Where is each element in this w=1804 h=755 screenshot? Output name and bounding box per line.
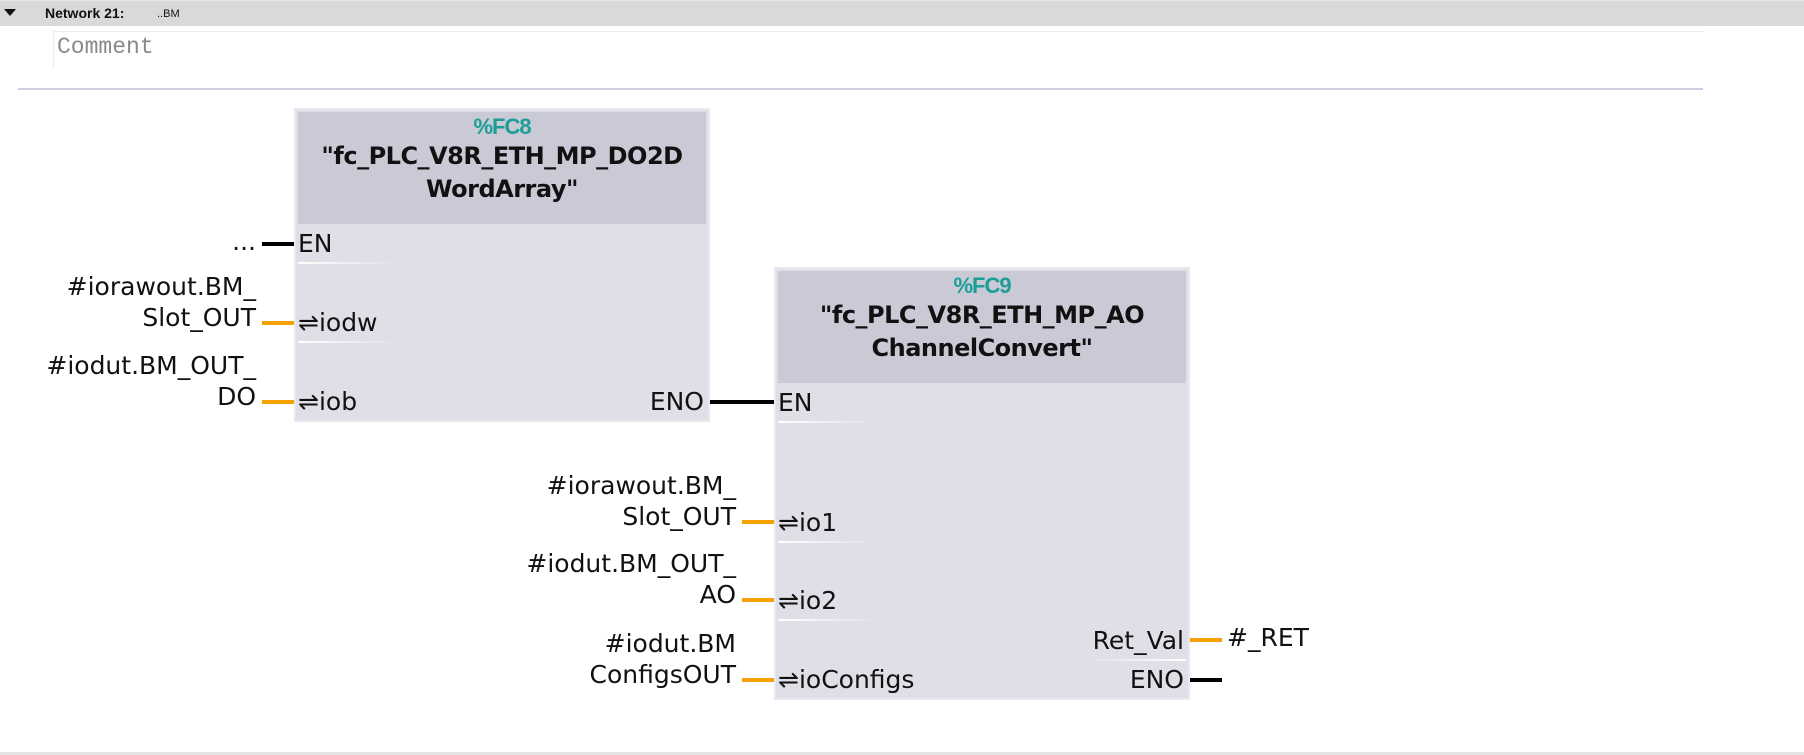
fc8-iob-operand[interactable]: #iodut.BM_OUT_ DO (46, 350, 256, 412)
fc9-ioconfigs-operand-line1: #iodut.BM (604, 629, 736, 658)
fc9-pin-io1[interactable]: ⇌io1 (778, 508, 838, 537)
fc8-pin-separator (298, 341, 398, 343)
fc9-pin-separator (778, 421, 878, 423)
fc8-iob-operand-line2: DO (217, 382, 256, 411)
fc8-pin-iodw[interactable]: ⇌iodw (298, 308, 378, 337)
fc8-pin-eno[interactable]: ENO (649, 387, 704, 416)
fc8-iodw-wire[interactable] (262, 321, 294, 325)
comment-placeholder: Comment (57, 34, 154, 60)
fc9-block-name-line1: "fc_PLC_V8R_ETH_MP_AO (819, 301, 1145, 329)
fc9-io2-wire[interactable] (742, 598, 774, 602)
fc8-en-operand[interactable]: ... (232, 226, 256, 257)
fc8-iodw-operand-line2: Slot_OUT (142, 303, 256, 332)
fc9-pin-separator (778, 619, 878, 621)
fc9-pin-en[interactable]: EN (778, 388, 813, 417)
fc9-block-header[interactable]: %FC9 "fc_PLC_V8R_ETH_MP_AO ChannelConver… (778, 271, 1186, 383)
fc9-eno-wire[interactable] (1190, 678, 1222, 682)
fc8-en-operand-text: ... (232, 227, 256, 256)
fc9-io2-operand[interactable]: #iodut.BM_OUT_ AO (526, 548, 736, 610)
network-subtitle[interactable]: ..BM (157, 8, 180, 20)
fc9-io1-wire[interactable] (742, 520, 774, 524)
fc9-ret-val-operand-text: #_RET (1227, 623, 1309, 652)
fc8-block-header[interactable]: %FC8 "fc_PLC_V8R_ETH_MP_DO2D WordArray" (298, 112, 706, 224)
fc9-pin-eno[interactable]: ENO (1129, 665, 1184, 694)
fc9-block-number: %FC9 (953, 273, 1011, 298)
fc9-ret-val-operand[interactable]: #_RET (1227, 622, 1309, 653)
fc8-iob-operand-line1: #iodut.BM_OUT_ (46, 351, 256, 380)
network-header[interactable]: Network 21: ..BM (0, 0, 1804, 26)
fc9-ioconfigs-operand[interactable]: #iodut.BM ConfigsOUT (590, 628, 736, 690)
fc8-iob-wire[interactable] (262, 400, 294, 404)
fc9-pin-ret-val[interactable]: Ret_Val (1092, 626, 1184, 655)
network-bottom-divider (0, 752, 1804, 755)
fc8-block-name-line1: "fc_PLC_V8R_ETH_MP_DO2D (321, 142, 683, 170)
fc9-ioconfigs-wire[interactable] (742, 678, 774, 682)
fc8-block-name-line2: WordArray" (426, 175, 578, 203)
fc9-io2-operand-line2: AO (699, 580, 736, 609)
fc9-block[interactable]: %FC9 "fc_PLC_V8R_ETH_MP_AO ChannelConver… (774, 267, 1190, 700)
collapse-triangle-icon[interactable] (4, 9, 16, 16)
fc9-ret-val-wire[interactable] (1190, 638, 1222, 642)
fc8-iodw-operand-line1: #iorawout.BM_ (66, 272, 256, 301)
fc8-pin-separator (298, 262, 398, 264)
fc9-pin-separator (1086, 659, 1186, 661)
fc8-block-number: %FC8 (473, 114, 531, 139)
fc9-pin-io2[interactable]: ⇌io2 (778, 586, 838, 615)
fc9-pin-separator (778, 541, 878, 543)
fc8-eno-to-fc9-en-wire[interactable] (710, 400, 774, 404)
fc9-io2-operand-line1: #iodut.BM_OUT_ (526, 549, 736, 578)
fc8-pin-iob[interactable]: ⇌iob (298, 387, 358, 416)
fc8-en-wire[interactable] (262, 242, 294, 246)
network-comment-field[interactable]: Comment (53, 31, 1705, 68)
network-title: Network 21: (45, 5, 125, 21)
fc9-pin-ioconfigs[interactable]: ⇌ioConfigs (778, 665, 915, 694)
fc9-ioconfigs-operand-line2: ConfigsOUT (589, 660, 736, 689)
fc8-pin-en[interactable]: EN (298, 229, 333, 258)
fc8-iodw-operand[interactable]: #iorawout.BM_ Slot_OUT (67, 271, 256, 333)
fc8-block[interactable]: %FC8 "fc_PLC_V8R_ETH_MP_DO2D WordArray" … (294, 108, 710, 422)
fc9-io1-operand-line1: #iorawout.BM_ (546, 471, 736, 500)
fc9-io1-operand[interactable]: #iorawout.BM_ Slot_OUT (547, 470, 736, 532)
fc9-block-name-line2: ChannelConvert" (871, 334, 1094, 362)
fc9-io1-operand-line2: Slot_OUT (622, 502, 736, 531)
network-divider (18, 88, 1703, 90)
